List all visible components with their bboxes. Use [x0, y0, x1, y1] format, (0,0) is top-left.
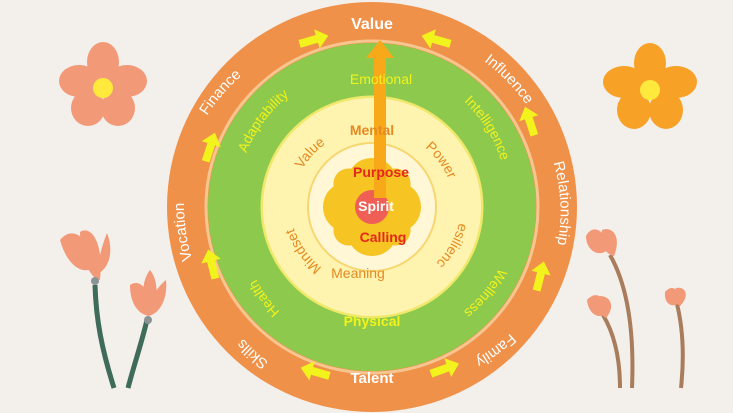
label-talent: Talent	[350, 370, 393, 387]
decor-right	[586, 43, 697, 389]
flow-arrows	[201, 29, 551, 381]
tulips-right	[586, 229, 686, 389]
label-meaning: Meaning	[331, 265, 385, 281]
arrow-icon	[201, 132, 221, 163]
label-calling: Calling	[360, 229, 407, 245]
label-emotional: Emotional	[350, 71, 412, 87]
label-mental: Mental	[350, 122, 394, 138]
arrow-icon	[421, 29, 452, 49]
tulip-left-short	[125, 270, 167, 389]
flower-large-left	[59, 42, 147, 126]
decor-left	[59, 42, 167, 389]
arrow-icon	[519, 106, 539, 137]
spirit-dot	[355, 190, 389, 224]
tulip-left-tall	[60, 230, 117, 389]
label-physical: Physical	[344, 313, 401, 329]
center-arrow	[366, 40, 394, 198]
center-labels: Purpose Spirit Calling	[353, 164, 409, 245]
label-purpose: Purpose	[353, 164, 409, 180]
label-spirit: Spirit	[358, 198, 394, 214]
arrow-icon	[298, 29, 329, 49]
flower-large-right	[603, 43, 697, 129]
arrow-icon	[531, 261, 551, 292]
arrow-icon	[300, 361, 331, 381]
arrow-icon	[201, 249, 221, 280]
arrow-icon	[429, 358, 460, 378]
label-value: Value	[351, 16, 393, 33]
